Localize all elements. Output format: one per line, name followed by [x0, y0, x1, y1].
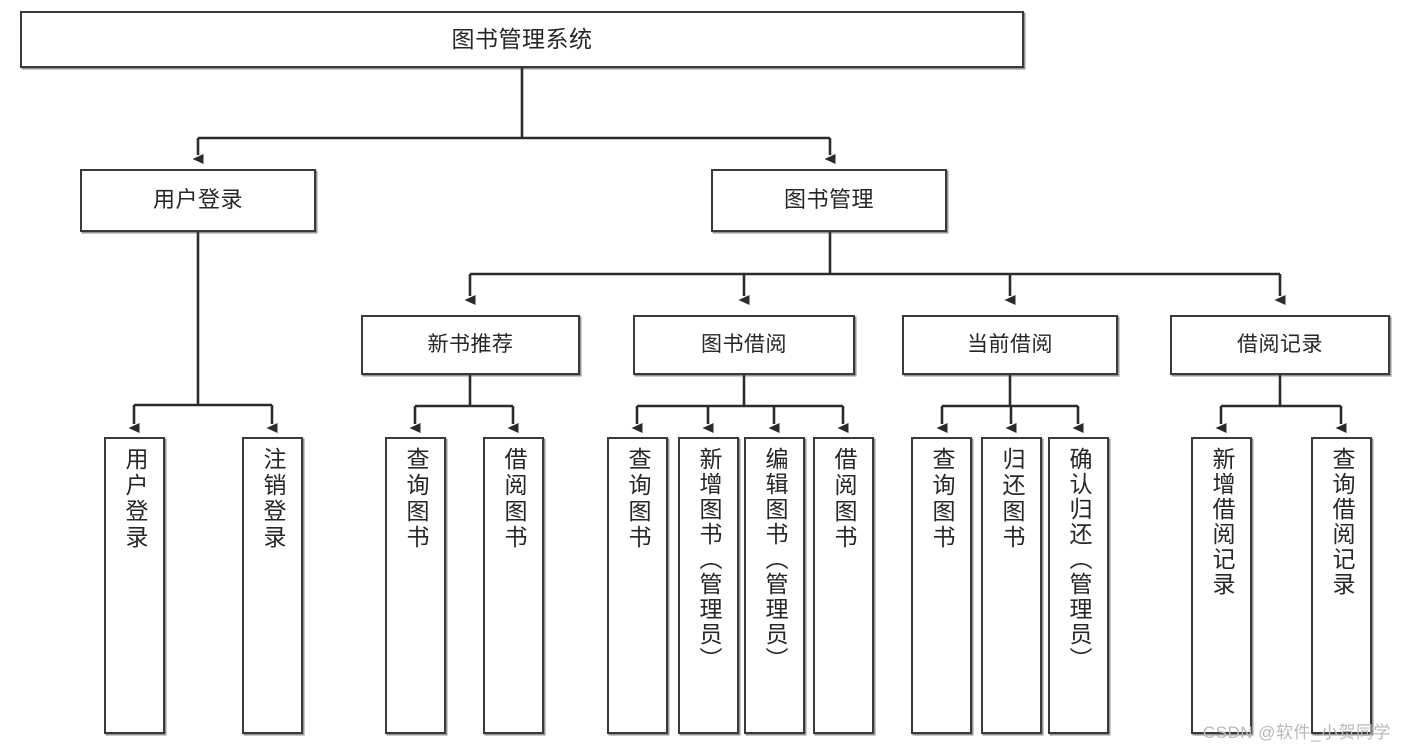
leaf-query-borrow-record[interactable]: 查询借阅记录: [1311, 437, 1372, 734]
node-current-borrow[interactable]: 当前借阅: [902, 315, 1118, 375]
leaf-add-borrow-record[interactable]: 新增借阅记录: [1191, 437, 1252, 734]
node-label: 图书管理: [783, 187, 874, 213]
node-label: 新增借阅记录: [1209, 447, 1235, 597]
leaf-query-book-new[interactable]: 查询图书: [385, 437, 446, 734]
node-label: 查询图书: [625, 447, 651, 551]
node-label: 新增图书（管理员）: [696, 447, 722, 672]
leaf-borrow-book[interactable]: 借阅图书: [813, 437, 874, 734]
node-label: 图书管理系统: [451, 25, 593, 52]
node-label: 借阅记录: [1237, 333, 1323, 357]
node-user-login[interactable]: 用户登录: [80, 169, 316, 232]
node-label: 图书借阅: [701, 333, 787, 357]
node-label: 用户登录: [152, 187, 243, 213]
node-label: 确认归还（管理员）: [1066, 447, 1092, 672]
node-label: 当前借阅: [967, 333, 1053, 357]
node-root-book-management-system[interactable]: 图书管理系统: [20, 11, 1024, 68]
node-label: 查询借阅记录: [1329, 447, 1355, 597]
node-label: 借阅图书: [831, 447, 857, 551]
node-label: 用户登录: [122, 447, 148, 551]
csdn-watermark: CSDN @软件_小贺同学: [1202, 723, 1391, 742]
leaf-borrow-book-new[interactable]: 借阅图书: [483, 437, 544, 734]
node-book-management[interactable]: 图书管理: [711, 169, 947, 232]
leaf-logout[interactable]: 注销登录: [242, 437, 303, 734]
node-new-book-recommend[interactable]: 新书推荐: [361, 315, 580, 375]
node-label: 查询图书: [403, 447, 429, 551]
leaf-query-book-borrow[interactable]: 查询图书: [607, 437, 668, 734]
node-label: 归还图书: [999, 447, 1025, 551]
node-label: 注销登录: [260, 447, 286, 551]
leaf-add-book-admin[interactable]: 新增图书（管理员）: [678, 437, 739, 734]
leaf-user-login[interactable]: 用户登录: [104, 437, 165, 734]
node-label: 查询图书: [929, 447, 955, 551]
leaf-return-book[interactable]: 归还图书: [981, 437, 1042, 734]
node-borrow-record[interactable]: 借阅记录: [1170, 315, 1390, 375]
leaf-confirm-return-admin[interactable]: 确认归还（管理员）: [1048, 437, 1109, 734]
node-label: 借阅图书: [501, 447, 527, 551]
node-label: 新书推荐: [427, 333, 514, 357]
node-label: 编辑图书（管理员）: [762, 447, 788, 672]
leaf-edit-book-admin[interactable]: 编辑图书（管理员）: [744, 437, 805, 734]
leaf-query-book-current[interactable]: 查询图书: [911, 437, 972, 734]
node-book-borrow[interactable]: 图书借阅: [633, 315, 855, 375]
